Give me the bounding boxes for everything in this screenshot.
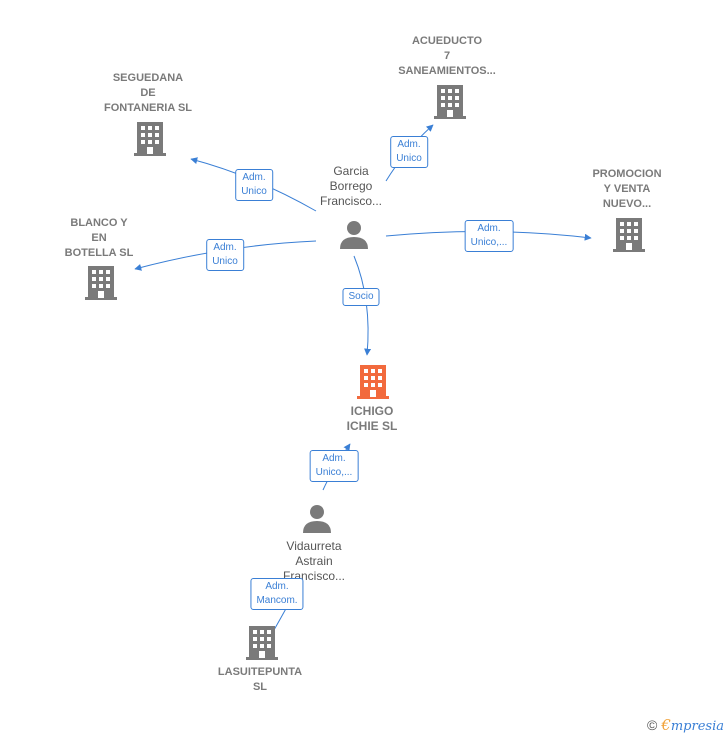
main-building-icon[interactable] <box>357 365 389 399</box>
building-icon[interactable] <box>613 218 645 252</box>
person-icon[interactable] <box>302 503 332 533</box>
building-icon[interactable] <box>134 122 166 156</box>
edge-label-garcia-blanco[interactable]: Adm. Unico <box>206 239 244 271</box>
copyright-icon: © <box>646 717 658 733</box>
building-icon[interactable] <box>85 266 117 300</box>
building-icon[interactable] <box>246 626 278 660</box>
edge-label-garcia-ichigo[interactable]: Socio <box>342 288 380 306</box>
node-label-vidaurreta[interactable]: Vidaurreta Astrain Francisco... <box>282 539 346 583</box>
edge-label-vidaurreta-lasuitepunta[interactable]: Adm. Mancom. <box>250 578 304 610</box>
building-icon[interactable] <box>434 85 466 119</box>
person-icon[interactable] <box>339 219 369 249</box>
node-label-acueducto[interactable]: ACUEDUCTO 7 SANEAMIENTOS... <box>398 35 496 77</box>
node-label-garcia[interactable]: Garcia Borrego Francisco... <box>319 164 383 208</box>
edge-label-vidaurreta-ichigo[interactable]: Adm. Unico,... <box>309 450 359 482</box>
node-label-ichigo[interactable]: ICHIGO ICHIE SL <box>346 404 398 433</box>
node-label-seguedana[interactable]: SEGUEDANA DE FONTANERIA SL <box>104 72 192 114</box>
node-label-blanco[interactable]: BLANCO Y EN BOTELLA SL <box>64 217 134 259</box>
footer-brand: ©€mpresia <box>647 716 724 734</box>
edge-label-garcia-promocion[interactable]: Adm. Unico,... <box>464 220 514 252</box>
node-label-lasuitepunta[interactable]: LASUITEPUNTA SL <box>217 666 303 693</box>
node-label-promocion[interactable]: PROMOCION Y VENTA NUEVO... <box>592 168 662 210</box>
edge-label-garcia-seguedana[interactable]: Adm. Unico <box>235 169 273 201</box>
edge-label-garcia-acueducto[interactable]: Adm. Unico <box>390 136 428 168</box>
brand-logo-mark: € <box>661 716 671 734</box>
brand-name: mpresia <box>670 719 724 734</box>
